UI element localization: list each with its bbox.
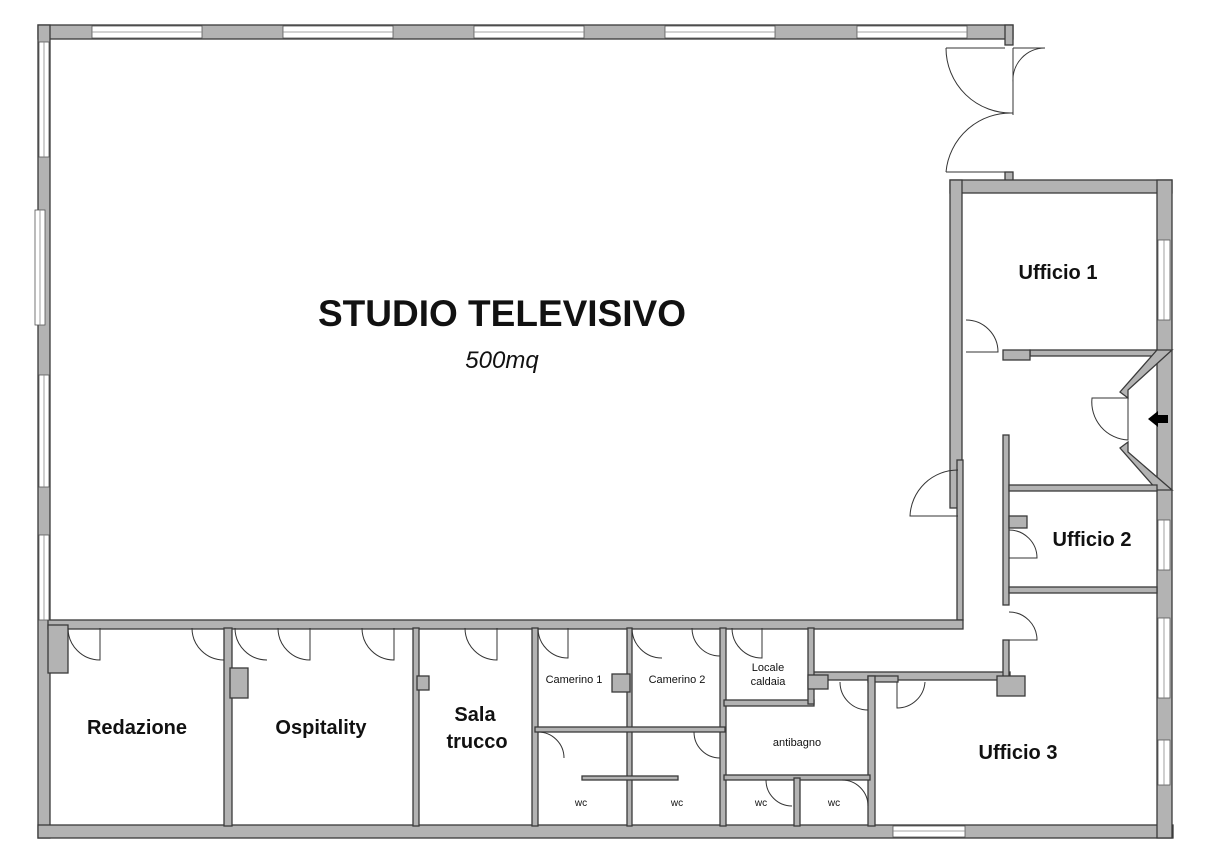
room-label-wc-4: wc [827,798,840,809]
room-label-ufficio-2: Ufficio 2 [1053,529,1132,551]
room-label-camerino-1: Camerino 1 [546,674,603,686]
room-label-sala: Sala [454,704,496,726]
interior-walls-offices [867,349,1174,827]
room-label-wc-3: wc [754,798,767,809]
room-label-caldaia: caldaia [751,676,787,688]
studio-title: STUDIO TELEVISIVO [318,293,686,334]
room-label-locale: Locale [752,662,784,674]
room-label-antibagno: antibagno [773,737,821,749]
room-label-wc-2: wc [670,798,683,809]
interior-walls-service [47,624,871,827]
room-label-trucco: trucco [446,731,507,753]
room-label-ospitality: Ospitality [275,717,367,739]
room-label-wc-1: wc [574,798,587,809]
room-label-redazione: Redazione [87,717,187,739]
windows-right [892,239,1171,838]
outer-walls [37,24,1174,839]
room-label-ufficio-1: Ufficio 1 [1019,262,1098,284]
room-label-camerino-2: Camerino 2 [649,674,706,686]
windows-top [91,25,968,39]
windows-left [34,41,50,621]
studio-area: 500mq [465,347,539,374]
room-label-ufficio-3: Ufficio 3 [979,742,1058,764]
doors [67,47,1129,807]
entrance-arrow-icon [1148,411,1168,427]
